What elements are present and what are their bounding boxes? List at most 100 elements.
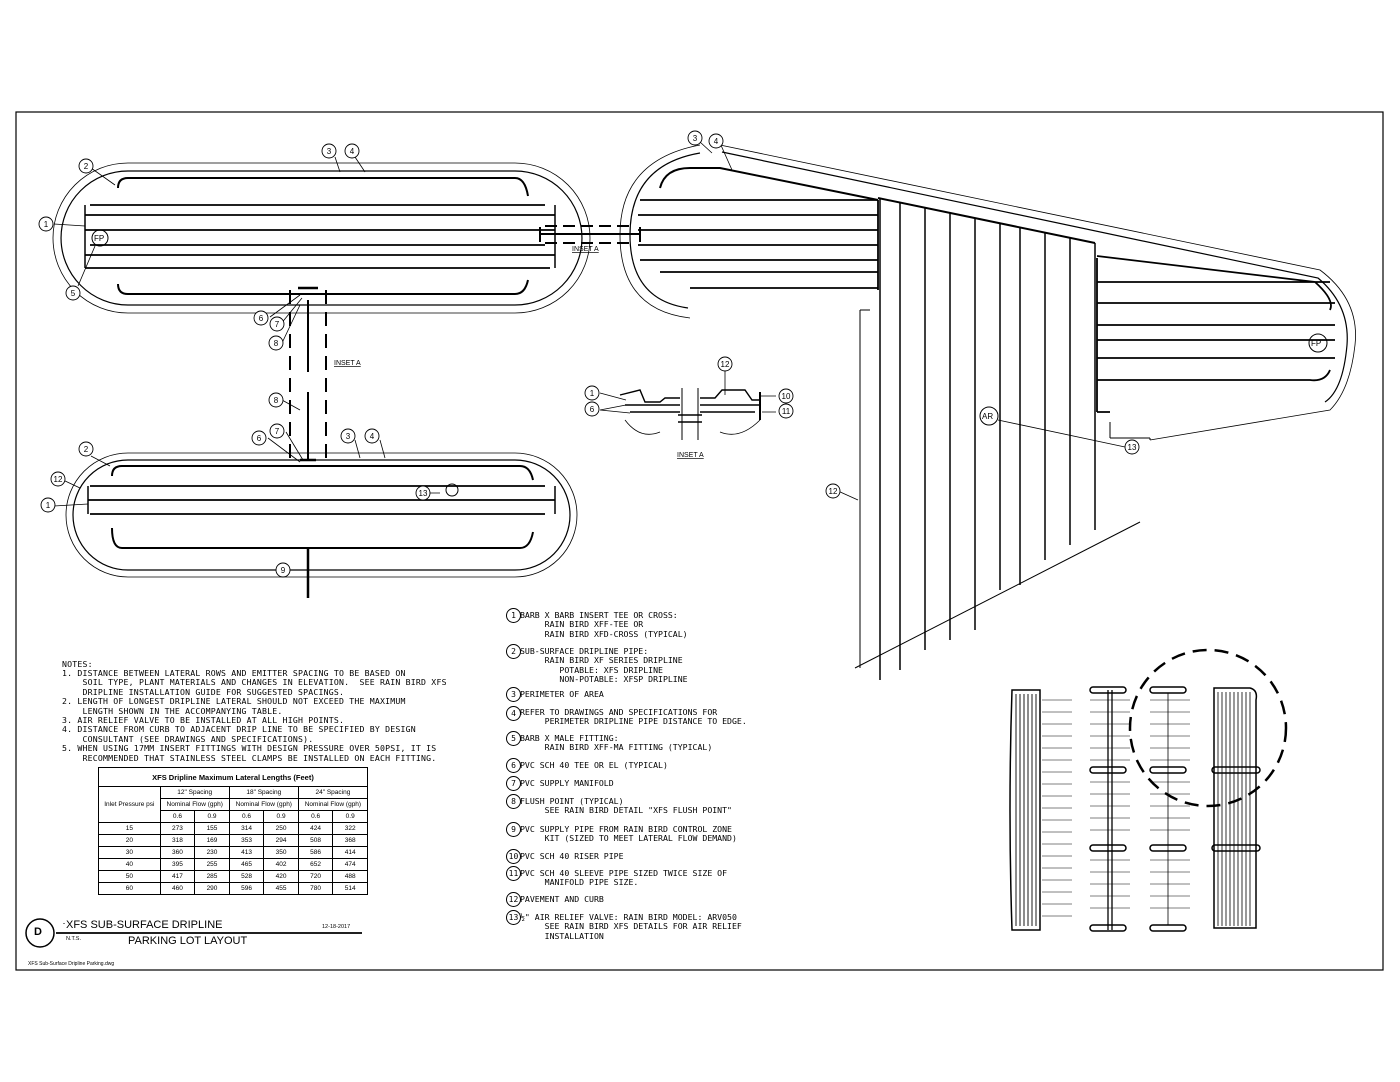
note-line: CONSULTANT (SEE DRAWINGS AND SPECIFICATI… (62, 733, 314, 744)
svg-text:2: 2 (84, 445, 89, 454)
svg-text:6: 6 (590, 405, 595, 414)
note-line: 3. AIR RELIEF VALVE TO BE INSTALLED AT A… (62, 715, 345, 726)
nts-label: N.T.S. (66, 936, 81, 942)
island-top-left (52, 162, 591, 314)
callout-13a: 13 (415, 485, 431, 501)
table-flow: 0.6 (159, 810, 196, 823)
callout-3c: 3 (687, 130, 703, 146)
svg-text:11: 11 (782, 407, 791, 416)
note-line: DRIPLINE INSTALLATION GUIDE FOR SUGGESTE… (62, 686, 345, 697)
detail-circle (1128, 648, 1288, 808)
file-name: XFS Sub-Surface Dripline Parking.dwg (28, 961, 115, 967)
svg-text:10: 10 (782, 392, 791, 401)
schematic-4 (1211, 687, 1261, 929)
svg-text:7: 7 (275, 427, 280, 436)
callout-6c: 6 (584, 401, 600, 417)
island-right (619, 144, 1356, 680)
island-bottom-left (65, 452, 578, 598)
fp-label-left: FP (94, 234, 104, 243)
schematic-2 (1089, 686, 1130, 932)
svg-text:4: 4 (370, 432, 375, 441)
table-flow: 0.9 (332, 810, 368, 823)
callout-9: 9 (275, 562, 291, 578)
callout-4c: 4 (708, 133, 724, 149)
table-flow: 0.9 (194, 810, 230, 823)
callout-10: 10 (778, 388, 794, 404)
callout-3b: 3 (340, 428, 356, 444)
svg-text:5: 5 (71, 289, 76, 298)
table-title: XFS Dripline Maximum Lateral Lengths (Fe… (98, 767, 368, 787)
table-row-header: Inlet Pressure psi (98, 786, 161, 823)
callout-2: 2 (78, 158, 94, 174)
table-flow: 0.6 (297, 810, 334, 823)
title-block (25, 918, 362, 948)
callout-5: 5 (65, 285, 81, 301)
svg-text:3: 3 (346, 432, 351, 441)
notes-heading: NOTES: (62, 659, 93, 669)
svg-text:3: 3 (327, 147, 332, 156)
table-flow: 0.9 (263, 810, 299, 823)
note-line: RECOMMENDED THAT STAINLESS STEEL CLAMPS … (62, 752, 437, 763)
leader-lines (53, 141, 1126, 507)
callout-1: 1 (38, 216, 54, 232)
svg-text:4: 4 (714, 137, 719, 146)
note-line: 5. WHEN USING 17MM INSERT FITTINGS WITH … (62, 743, 437, 754)
callout-1b: 1 (40, 497, 56, 513)
svg-text:1: 1 (590, 389, 595, 398)
drawing-title: XFS SUB-SURFACE DRIPLINE (66, 919, 223, 931)
svg-text:2: 2 (84, 162, 89, 171)
drawing-subtitle: PARKING LOT LAYOUT (128, 935, 248, 947)
callout-11: 11 (778, 403, 794, 419)
svg-text:1: 1 (46, 501, 51, 510)
svg-text:8: 8 (274, 339, 279, 348)
ar-label: AR (982, 412, 993, 421)
table-flow: 0.6 (228, 810, 265, 823)
callout-6b: 6 (251, 430, 267, 446)
detail-letter: D (34, 926, 42, 938)
callout-12a: 12 (50, 471, 66, 487)
callout-8a: 8 (268, 335, 284, 351)
inset-a-section (619, 388, 761, 440)
callout-8b: 8 (268, 392, 284, 408)
manifold-left-vertical (289, 286, 327, 462)
notes-list: 1. DISTANCE BETWEEN LATERAL ROWS AND EMI… (62, 668, 447, 763)
svg-text:1: 1 (44, 220, 49, 229)
table-flow-header: Nominal Flow (gph) (297, 798, 369, 811)
callout-13b: 13 (1124, 439, 1140, 455)
svg-text:3: 3 (693, 134, 698, 143)
note-line: SOIL TYPE, PLANT MATERIALS AND CHANGES I… (62, 677, 447, 688)
callout-7a: 7 (269, 316, 285, 332)
table-spacing-18: 18" Spacing (228, 786, 299, 799)
svg-text:6: 6 (257, 434, 262, 443)
note-line: LENGTH SHOWN IN THE ACCOMPANYING TABLE. (62, 705, 283, 716)
svg-text:4: 4 (350, 147, 355, 156)
svg-text:7: 7 (275, 320, 280, 329)
callout-7b: 7 (269, 423, 285, 439)
svg-text:9: 9 (281, 566, 286, 575)
callout-6a: 6 (253, 310, 269, 326)
callout-4b: 4 (364, 428, 380, 444)
callout-1c: 1 (584, 385, 600, 401)
schematic-1 (1009, 689, 1072, 931)
table-spacing-24: 24" Spacing (297, 786, 369, 799)
table-spacing-12: 12" Spacing (159, 786, 230, 799)
fp-label-right: FP (1311, 339, 1321, 348)
inset-a-label-section: INSET A (677, 452, 704, 459)
svg-text:12: 12 (721, 360, 730, 369)
callout-12b: 12 (717, 356, 733, 372)
schematic-3 (1149, 686, 1190, 932)
sheet-border (15, 111, 1384, 971)
svg-text:6: 6 (259, 314, 264, 323)
svg-text:12: 12 (829, 487, 838, 496)
inset-a-label-mid: INSET A (334, 360, 361, 367)
table-flow-header: Nominal Flow (gph) (159, 798, 230, 811)
callout-4: 4 (344, 143, 360, 159)
note-line: 4. DISTANCE FROM CURB TO ADJACENT DRIP L… (62, 724, 416, 735)
callout-2b: 2 (78, 441, 94, 457)
svg-text:8: 8 (274, 396, 279, 405)
